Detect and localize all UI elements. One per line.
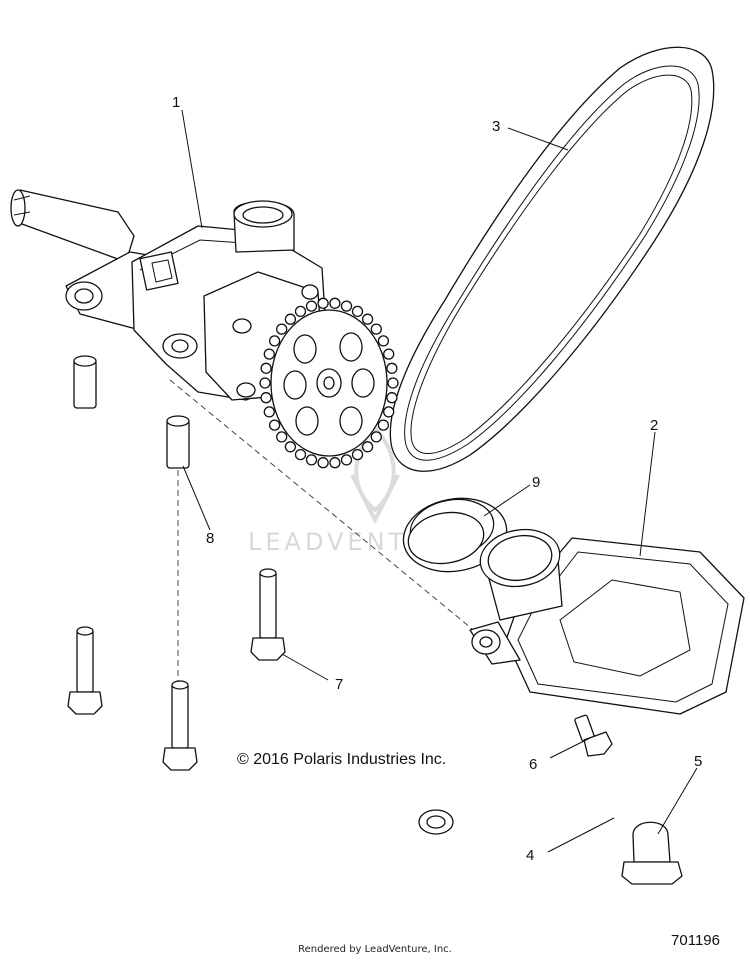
sprocket-tooth <box>377 335 390 347</box>
document-number: 701196 <box>671 932 720 949</box>
sprocket-tooth <box>294 305 307 318</box>
callout-3: 3 <box>492 118 500 135</box>
sprocket-tooth <box>284 441 297 453</box>
sprocket-tooth <box>340 300 353 312</box>
rendered-by-footer: Rendered by LeadVenture, Inc. <box>298 944 452 955</box>
callout-8: 8 <box>206 530 214 547</box>
drive-belt <box>389 46 715 472</box>
alignment-lines <box>169 379 489 688</box>
copyright-notice: © 2016 Polaris Industries Inc. <box>237 751 446 768</box>
sprocket-tooth <box>361 441 374 453</box>
callout-9: 9 <box>532 474 540 491</box>
callout-7: 7 <box>335 676 343 693</box>
sprocket-tooth <box>370 323 382 335</box>
pump-sprocket <box>259 297 399 469</box>
sprocket-tooth <box>370 431 382 443</box>
sprocket-tooth <box>351 448 364 461</box>
sprocket-tooth <box>284 313 297 325</box>
sprocket-tooth <box>383 406 395 418</box>
leader-lines <box>181 109 698 853</box>
drain-washer <box>418 809 454 835</box>
sprocket-tooth <box>329 457 341 469</box>
oil-pickup-screen <box>469 528 745 715</box>
sprocket-tooth <box>268 419 281 431</box>
o-ring-seal <box>402 497 508 573</box>
flange-bolt-lower <box>162 680 198 771</box>
sprocket-tooth <box>305 454 318 466</box>
sprocket-tooth <box>276 323 288 335</box>
sprocket-tooth <box>386 392 398 404</box>
dowel-pin-upper <box>73 355 97 409</box>
sprocket-tooth <box>263 348 275 360</box>
callout-2: 2 <box>650 417 658 434</box>
sprocket-tooth <box>340 454 353 466</box>
callout-1: 1 <box>172 94 180 111</box>
callout-5: 5 <box>694 753 702 770</box>
sprocket-tooth <box>276 431 288 443</box>
callout-4: 4 <box>526 847 534 864</box>
sprocket-tooth <box>351 305 364 318</box>
sprocket-tooth <box>260 362 272 374</box>
sprocket-tooth <box>386 362 398 374</box>
sprocket-tooth <box>260 392 272 404</box>
sprocket-tooth <box>317 297 329 309</box>
sprocket-tooth <box>317 457 329 469</box>
dowel-pin-lower <box>166 415 190 469</box>
sprocket-tooth <box>329 297 341 309</box>
sprocket-tooth <box>259 377 271 389</box>
sprocket-tooth <box>294 448 307 461</box>
callout-6: 6 <box>529 756 537 773</box>
sprocket-tooth <box>263 406 275 418</box>
drain-plug <box>621 821 683 885</box>
flange-bolt-middle <box>250 568 286 661</box>
sprocket-tooth <box>305 300 318 312</box>
sprocket-tooth <box>383 348 395 360</box>
sprocket-tooth <box>387 377 399 389</box>
flange-bolt-left <box>67 626 103 715</box>
sprocket-tooth <box>268 335 281 347</box>
sprocket-tooth <box>361 313 374 325</box>
pickup-screw <box>574 714 613 757</box>
sprocket-tooth <box>377 419 390 431</box>
